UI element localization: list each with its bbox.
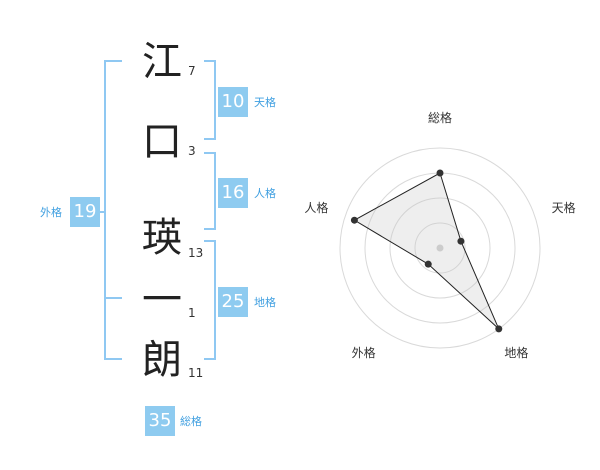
outer-bracket-stub [96,211,106,213]
outer-bracket-bottom [104,358,122,360]
radar-ring-2 [389,197,491,299]
radar-axis-label-5: 人格 [304,200,328,215]
radar-axis-label-3: 地格 [504,345,528,360]
outer-bracket-top [104,60,122,62]
ten-bracket-top [204,60,216,62]
radar-point-5 [350,216,358,224]
stroke-count-1: 7 [188,64,196,78]
ten-bracket-vertical [214,60,216,140]
radar-grid [339,147,541,349]
radar-ring-1 [414,222,466,274]
ten-kaku-value: 10 [218,87,248,117]
jin-kaku-value: 16 [218,178,248,208]
name-char-3: 瑛 [142,215,182,261]
stroke-count-3: 13 [188,246,204,260]
name-char-5: 朗 [142,337,182,383]
jin-bracket-vertical [214,152,216,230]
sou-kaku-value: 35 [145,406,175,436]
radar-point-1 [436,169,444,177]
radar-axis-label-4: 外格 [352,345,376,360]
radar-point-3 [495,325,503,333]
ten-bracket-bottom [204,138,216,140]
stroke-count-2: 3 [188,144,196,158]
jin-bracket-bottom [204,228,216,230]
gai-kaku-label: 外格 [40,206,62,219]
radar-center-dot [436,244,444,252]
stroke-count-5: 11 [188,366,204,380]
name-char-2: 口 [142,119,182,165]
jin-kaku-label: 人格 [254,187,276,200]
gai-kaku-value: 19 [70,197,100,227]
jin-bracket-top [204,152,216,154]
sou-kaku-label: 総格 [180,415,202,428]
outer-bracket-vertical [104,60,106,360]
radar-point-4 [424,260,432,268]
stroke-count-4: 1 [188,306,196,320]
radar-point-2 [457,237,465,245]
radar-axis-label-2: 天格 [552,200,576,215]
chi-bracket-bottom [204,358,216,360]
radar-polygon [353,172,500,330]
radar-axis-label-1: 総格 [428,110,452,125]
ten-kaku-label: 天格 [254,96,276,109]
chi-bracket-vertical [214,240,216,360]
name-char-4: 一 [142,277,182,323]
chi-kaku-label: 地格 [254,296,276,309]
radar-ring-4 [339,147,541,349]
name-char-1: 江 [142,39,182,85]
chi-kaku-value: 25 [218,287,248,317]
outer-bracket-mid [104,297,122,299]
radar-shape [350,169,503,333]
chi-bracket-top [204,240,216,242]
